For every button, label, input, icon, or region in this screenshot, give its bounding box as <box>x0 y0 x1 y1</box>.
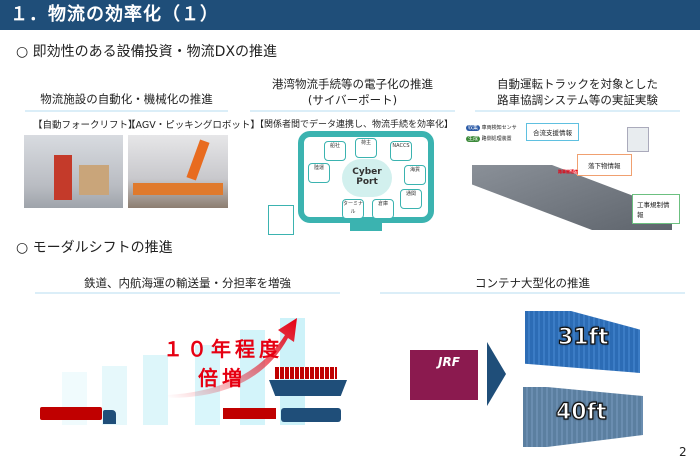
modal-shift-title: 鉄道、内航海運の輸送量・分担率を増強 <box>84 276 291 290</box>
page-number: 2 <box>679 445 687 459</box>
node-forwarder: 海貨 <box>404 165 426 185</box>
col2-title: 港湾物流手続等の電子化の推進(サイバーポート) <box>272 77 433 107</box>
growth-arrow <box>168 318 297 398</box>
section-heading-dx: ○ 即効性のある設備投資・物流DXの推進 <box>16 44 278 60</box>
node-naccs: NACCS <box>390 141 412 161</box>
node-customs: 通関 <box>400 189 422 209</box>
cyberport-label: 【関係者間でデータ連携し、物流手続を効率化】 <box>255 120 454 130</box>
node-warehouse: 倉庫 <box>372 199 394 219</box>
truck-icon <box>40 407 102 420</box>
node-shipper: 荷主 <box>355 138 377 158</box>
train-icon <box>281 408 341 422</box>
callout-fallen-object: 落下物情報 <box>577 154 632 176</box>
monitor-stand <box>350 223 382 231</box>
node-terminal: ターミナル <box>342 199 364 219</box>
forklift-label: 【自動フォークリフト】 <box>33 120 138 131</box>
ship-icon <box>269 380 347 396</box>
agv-label: 【AGV・ピッキングロボット】 <box>126 120 260 131</box>
size-40ft: 40ft <box>555 399 607 425</box>
node-land-transport: 陸運 <box>308 163 330 183</box>
callout-merge: 合流支援情報 <box>526 123 579 141</box>
divider <box>35 292 340 294</box>
callout-construction: 工事規制情報 <box>632 194 680 224</box>
road-vehicle-diagram: 収集 車両検知センサ 生成 路側処理装置 合流支援情報 落下物情報 工事規制情報… <box>462 115 680 235</box>
page-title: １．物流の効率化（１） <box>10 4 219 25</box>
node-shipping: 船社 <box>324 141 346 161</box>
container-40ft <box>523 387 643 447</box>
cyberport-monitor: Cyber Port 船社 荷主 NACCS 海貨 通関 倉庫 ターミナル 陸運 <box>298 131 434 223</box>
document-icon <box>268 205 294 235</box>
headline-double: 倍増 <box>198 366 246 390</box>
col3-title: 自動運転トラックを対象とした路車協調システム等の実証実験 <box>497 77 658 107</box>
arrow-right-icon <box>487 342 506 406</box>
divider <box>25 110 228 112</box>
col1-title: 物流施設の自動化・機械化の推進 <box>40 92 213 106</box>
forklift-photo <box>24 135 123 208</box>
divider <box>475 110 680 112</box>
size-31ft: 31ft <box>557 324 609 350</box>
container-title: コンテナ大型化の推進 <box>475 276 590 290</box>
divider <box>250 110 455 112</box>
section-heading-modal-shift: ○ モーダルシフトの推進 <box>16 240 173 256</box>
cyberport-logo: Cyber Port <box>352 167 382 187</box>
ship-containers <box>275 367 337 379</box>
agv-robot-photo <box>128 135 228 208</box>
headline-10-years: １０年程度 <box>163 337 283 361</box>
divider <box>380 292 685 294</box>
jrf-container: JRF <box>410 350 478 400</box>
page-title-bar: １．物流の効率化（１） <box>0 0 700 30</box>
